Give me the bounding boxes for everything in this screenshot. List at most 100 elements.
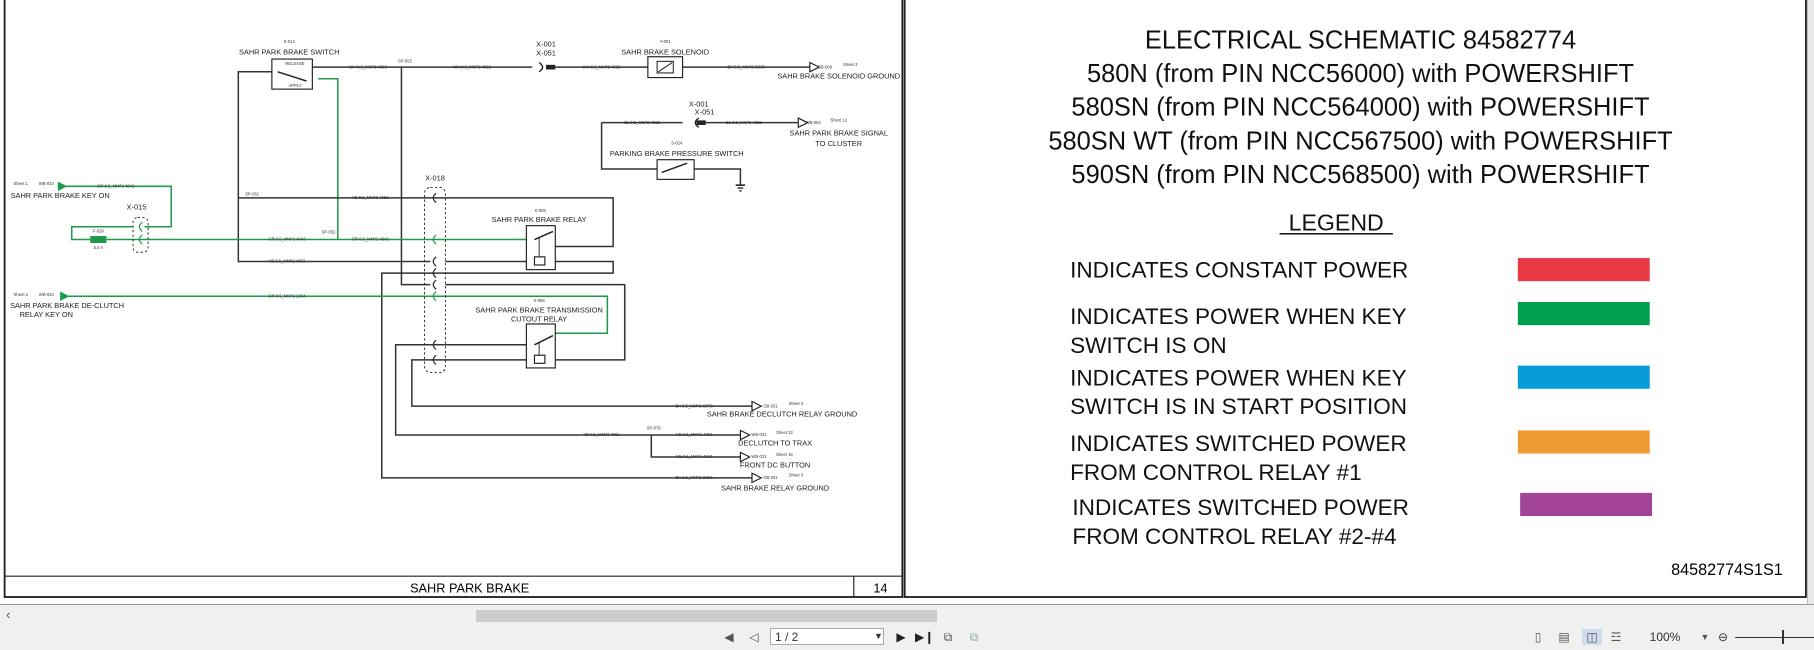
drawing-code: 84582774S1S1 [1671,561,1783,579]
s024-name: PARKING BRAKE PRESSURE SWITCH [610,149,744,158]
schematic-info: ELECTRICAL SCHEMATIC 84582774 580N (from… [1048,27,1782,579]
legend-title: LEGEND [1289,209,1384,235]
last-page-icon[interactable]: ▶❙ [915,630,935,644]
legend-text: INDICATES SWITCHED POWER [1072,495,1409,520]
continuous-view-icon[interactable]: ▤ [1558,630,1570,644]
x015-label: X-015 [127,202,147,211]
sp051-label: SP-051 [245,192,260,197]
connector-x015 [132,217,149,253]
wire-label: BK 0.5_MM^2 G033 [728,64,766,69]
wire-label: YE 0.5_MM^2 4062 [676,432,713,437]
signal-cluster-label: SAHR PARK BRAKE SIGNAL [790,128,888,137]
x001-label: X-001 [689,99,709,108]
park-brake-relay [525,225,556,271]
relay-ground-label: SAHR BRAKE RELAY GROUND [721,484,829,493]
sheet-ref: Sheet 3 [843,62,858,67]
copy-page-icon[interactable]: ⧉ [969,630,979,644]
document-view: SAHR PARK BRAKE 14 [3,0,1807,598]
fuse-f029 [90,236,107,243]
two-page-view-icon[interactable]: ◫ [1582,629,1602,645]
scroll-left-icon[interactable]: ‹ [6,607,11,622]
page-number-input[interactable]: 1 / 2 [770,628,884,645]
wire-label: BL 0.5_MM^2 4021 [624,120,660,125]
vertical-scrollbar[interactable] [1807,0,1814,604]
s014-id: S-014 [284,39,296,44]
wire-label: GR 0.5_MM^2 4041 [97,183,135,188]
connector-x018 [424,187,446,374]
model-line: 580SN WT (from PIN NCC567500) with POWER… [1048,127,1672,155]
zoom-slider-thumb[interactable] [1782,630,1784,644]
model-line: 580SN (from PIN NCC564000) with POWERSHI… [1071,94,1649,122]
zoom-level[interactable]: 100% [1649,630,1681,644]
release-label: RELEASE [285,61,304,66]
trax-label: DECLUTCH TO TRAX [738,438,812,447]
declutch-ground-label: SAHR BRAKE DECLUTCH RELAY GROUND [707,410,857,419]
left-sheet-frame [3,0,904,598]
single-page-view-icon[interactable]: ▯ [1534,630,1542,644]
legend-text: SWITCH IS IN START POSITION [1070,394,1407,419]
apply-label: APPLY [288,83,301,88]
schematic-page: SAHR PARK BRAKE 14 [3,0,1807,598]
sheet-ref: Sheet 23 [776,430,793,435]
wire-label: BK 0.5_MM^2 G079 [675,403,713,408]
legend-text: FROM CONTROL RELAY #2-#4 [1072,524,1396,549]
y001-id: Y-001 [660,39,671,44]
page-dropdown-icon[interactable]: ▼ [874,631,883,641]
ref: GB-031 [763,475,778,480]
sheet-ref: Sheet 3 [789,473,804,478]
legend-swatch-key-on [1517,302,1650,326]
pressure-switch [656,159,695,180]
zoom-dropdown-icon[interactable]: ▼ [1700,632,1710,642]
wire-label: YE 0.5_MM^2 4053 [269,259,306,264]
ref: GB-031 [763,403,778,408]
model-line: 590SN (from PIN NCC568500) with POWERSHI… [1071,161,1649,189]
signal-cluster-label-2: TO CLUSTER [815,139,862,148]
sheet-ref: Sheet 3 [789,401,804,406]
wire-label: GR 0.5_MM^2 4042 [352,237,390,242]
ref: WB-031 [751,432,767,437]
k005-name: SAHR PARK BRAKE RELAY [492,215,587,224]
park-brake-switch [271,58,313,90]
k006-name-2: CUTOUT RELAY [511,315,567,324]
wiring [57,66,810,479]
wire-label: GR 0.5_MM^2 4043 [268,237,306,242]
ref: WB-034 [39,292,55,297]
legend-text: SWITCH IS ON [1070,333,1227,358]
legend-swatch-relay-2-4 [1520,492,1653,517]
legend-text: INDICATES POWER WHEN KEY [1070,304,1407,329]
sp052-label: SP-052 [322,230,337,235]
wire-label: WH 0.5_MM^2 4033 [349,64,387,69]
sp053-label: SP-053 [398,59,413,64]
sheet-ref: Sheet 16 [776,452,793,457]
front-dc-label: FRONT DC BUTTON [740,460,810,469]
legend-swatch-relay-1 [1517,430,1650,454]
wire-label: YE 0.5_MM^2 4063 [676,454,713,459]
legend-swatch-constant-power [1517,258,1650,282]
zoom-out-icon[interactable]: ⊖ [1717,630,1729,644]
x001-label: X-001 [536,39,556,48]
rotate-page-icon[interactable]: ⧉ [943,630,953,644]
legend-swatch-start [1517,365,1650,389]
solenoid-ground-label: SAHR BRAKE SOLENOID GROUND [777,72,900,81]
wire-label: WH 0.5_MM^2 4031 [583,64,621,69]
k005-id: K-005 [535,208,547,213]
scrollbar-thumb[interactable] [476,610,937,622]
fuse-rating: 5.0 A [94,245,104,250]
first-page-icon[interactable]: ◀︎ [724,630,734,644]
previous-page-icon[interactable]: ◁ [749,630,759,644]
legend-text: INDICATES CONSTANT POWER [1070,258,1408,283]
model-line: 580N (from PIN NCC56000) with POWERSHIFT [1087,60,1634,88]
key-on-label: SAHR PARK BRAKE KEY ON [11,191,110,200]
horizontal-scrollbar[interactable]: ‹ [0,604,1814,626]
legend-text: FROM CONTROL RELAY #1 [1070,460,1362,485]
sp079-label: SP-079 [647,425,662,430]
two-page-continuous-icon[interactable]: ☲ [1610,630,1622,644]
viewer-toolbar: ◀︎ ◁ 1 / 2 ▼ ▶ ▶❙ ⧉ ⧉ ▯ ▤ ◫ ☲ 100% ▼ ⊖ [0,625,1814,650]
schematic-title: ELECTRICAL SCHEMATIC 84582774 [1145,27,1576,55]
zoom-slider[interactable] [1735,637,1814,638]
ref: WB-031 [751,454,767,459]
legend-text: INDICATES POWER WHEN KEY [1070,365,1407,390]
ref: WB-064 [806,120,822,125]
f029-label: F-029 [93,229,105,234]
next-page-icon[interactable]: ▶ [896,630,906,644]
